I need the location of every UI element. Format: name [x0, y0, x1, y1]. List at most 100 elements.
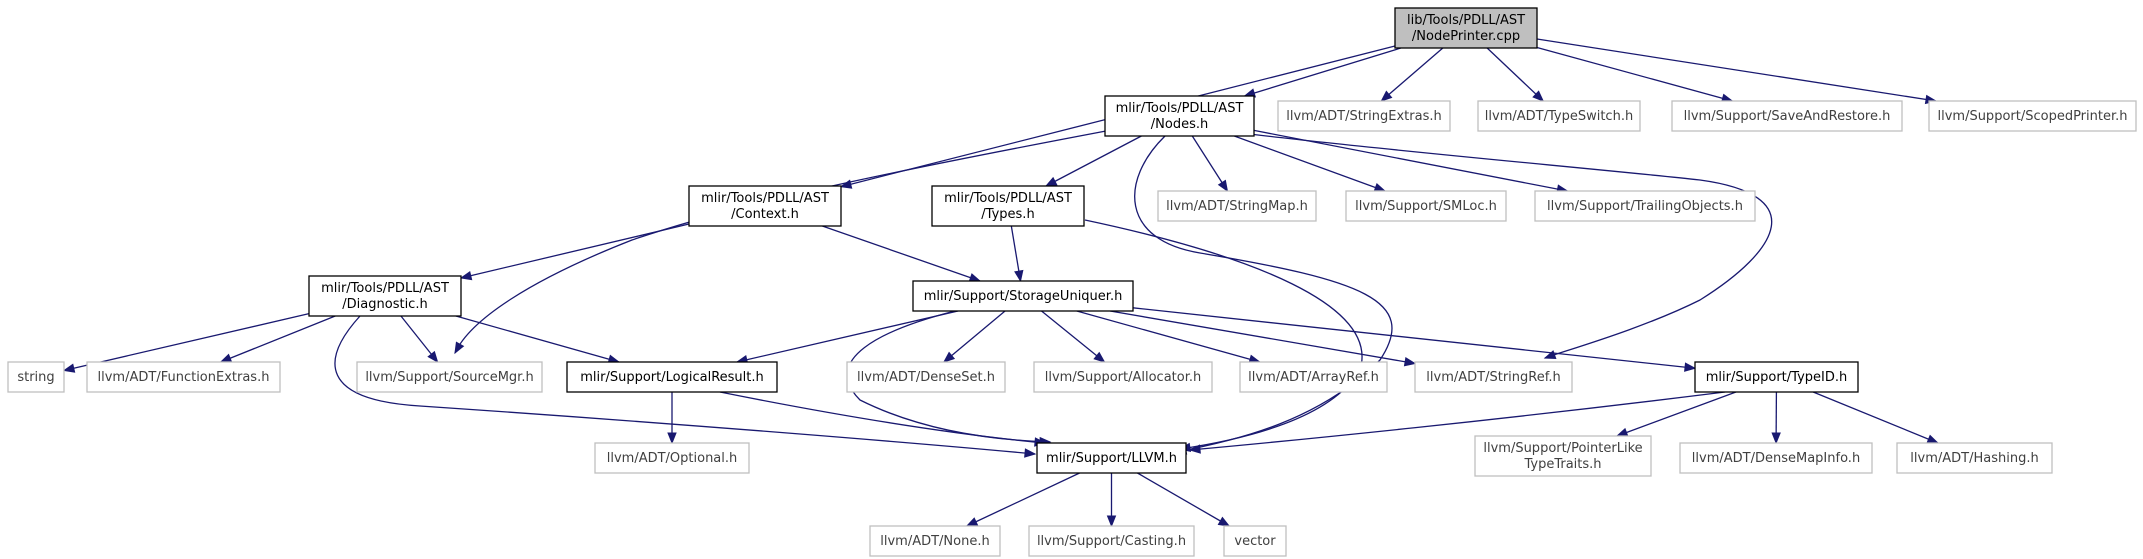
- node-label: llvm/Support/SMLoc.h: [1355, 199, 1497, 214]
- node-saverestore: llvm/Support/SaveAndRestore.h: [1671, 100, 1903, 132]
- edge-typeid-to-llvmh: [1188, 391, 1726, 454]
- node-diag[interactable]: mlir/Tools/PDLL/AST/Diagnostic.h: [308, 275, 462, 317]
- node-label: string: [17, 370, 54, 385]
- node-box: [356, 361, 543, 393]
- node-strmap: llvm/ADT/StringMap.h: [1157, 190, 1317, 222]
- node-box: [566, 361, 778, 393]
- edge-llvmh-to-none: [965, 472, 1080, 527]
- node-label: mlir/Tools/PDLL/AST: [1116, 101, 1244, 116]
- node-box: [1036, 442, 1187, 474]
- node-none: llvm/ADT/None.h: [869, 525, 1001, 557]
- edge-storage-to-typeid: [1132, 307, 1697, 372]
- node-llvmh[interactable]: mlir/Support/LLVM.h: [1036, 442, 1187, 474]
- edge-nodes_h-to-stringref: [1249, 133, 1773, 360]
- node-box: [1104, 95, 1255, 137]
- node-label: /Types.h: [981, 207, 1034, 222]
- edge-storage-to-stringref: [1110, 310, 1417, 367]
- node-casting: llvm/Support/Casting.h: [1028, 525, 1195, 557]
- edge-diag-to-logres: [455, 315, 621, 364]
- node-box: [1028, 525, 1195, 557]
- node-logres[interactable]: mlir/Support/LogicalResult.h: [566, 361, 778, 393]
- node-box: [1033, 361, 1213, 393]
- node-label: llvm/Support/PointerLike: [1483, 441, 1642, 456]
- edge-types-to-llvmh: [1084, 219, 1363, 453]
- node-label: llvm/Support/Allocator.h: [1045, 370, 1202, 385]
- node-densemap: llvm/ADT/DenseMapInfo.h: [1679, 442, 1873, 474]
- node-box: [1277, 100, 1451, 132]
- node-label: llvm/ADT/FunctionExtras.h: [98, 370, 270, 385]
- node-box: [1157, 190, 1317, 222]
- node-label: llvm/ADT/StringRef.h: [1426, 370, 1560, 385]
- edge-nodes_h-to-srcmgr: [454, 130, 1107, 355]
- node-label: llvm/Support/Casting.h: [1037, 534, 1186, 549]
- node-root[interactable]: lib/Tools/PDLL/AST/NodePrinter.cpp: [1394, 7, 1538, 49]
- node-box: [1474, 435, 1652, 477]
- node-box: [869, 525, 1001, 557]
- node-label: TypeTraits.h: [1523, 457, 1601, 472]
- edge-types-to-storage: [1010, 225, 1024, 283]
- node-label: mlir/Tools/PDLL/AST: [321, 281, 449, 296]
- node-typeswitch: llvm/ADT/TypeSwitch.h: [1477, 100, 1641, 132]
- node-label: /Diagnostic.h: [342, 297, 427, 312]
- edge-typeid-to-densemap: [1771, 391, 1781, 445]
- node-box: [86, 361, 281, 393]
- node-box: [7, 361, 65, 393]
- edge-root-to-nodes_h: [1243, 47, 1402, 98]
- node-box: [1239, 361, 1388, 393]
- node-strext: llvm/ADT/StringExtras.h: [1277, 100, 1451, 132]
- edge-context-to-storage: [822, 225, 982, 283]
- node-box: [1694, 361, 1859, 393]
- node-label: llvm/ADT/TypeSwitch.h: [1485, 109, 1633, 124]
- node-denseset: llvm/ADT/DenseSet.h: [846, 361, 1006, 393]
- node-box: [1534, 190, 1756, 222]
- node-label: mlir/Tools/PDLL/AST: [701, 191, 829, 206]
- node-optional: llvm/ADT/Optional.h: [594, 442, 750, 474]
- edge-root-to-saverestore: [1536, 46, 1734, 103]
- node-label: /NodePrinter.cpp: [1412, 29, 1520, 44]
- node-label: llvm/ADT/Hashing.h: [1910, 451, 2038, 466]
- node-typeid[interactable]: mlir/Support/TypeID.h: [1694, 361, 1859, 393]
- node-label: mlir/Support/LLVM.h: [1046, 451, 1177, 466]
- node-label: /Nodes.h: [1151, 117, 1208, 132]
- node-box: [308, 275, 462, 317]
- node-box: [1679, 442, 1873, 474]
- node-label: mlir/Support/LogicalResult.h: [580, 370, 763, 385]
- node-label: llvm/Support/TrailingObjects.h: [1547, 199, 1743, 214]
- node-context[interactable]: mlir/Tools/PDLL/AST/Context.h: [688, 185, 842, 227]
- node-box: [931, 185, 1085, 227]
- node-label: lib/Tools/PDLL/AST: [1407, 13, 1525, 28]
- edge-root-to-scopedpr: [1536, 38, 1938, 105]
- edge-storage-to-denseset: [942, 310, 1006, 363]
- node-box: [1896, 442, 2053, 474]
- node-stringref: llvm/ADT/StringRef.h: [1414, 361, 1573, 393]
- edges-layer: [62, 38, 1940, 528]
- node-scopedpr: llvm/Support/ScopedPrinter.h: [1928, 100, 2137, 132]
- edge-typeid-to-hashing: [1812, 391, 1940, 444]
- node-trailing: llvm/Support/TrailingObjects.h: [1534, 190, 1756, 222]
- edge-logres-to-llvmh: [719, 391, 1047, 447]
- node-allocator: llvm/Support/Allocator.h: [1033, 361, 1213, 393]
- edge-diag-to-llvmh: [334, 315, 1037, 458]
- node-types[interactable]: mlir/Tools/PDLL/AST/Types.h: [931, 185, 1085, 227]
- edge-nodes_h-to-smloc: [1234, 135, 1387, 192]
- node-box: [688, 185, 842, 227]
- node-label: mlir/Tools/PDLL/AST: [944, 191, 1072, 206]
- edge-llvmh-to-casting: [1106, 473, 1117, 528]
- node-label: llvm/Support/ScopedPrinter.h: [1937, 109, 2127, 124]
- node-box: [594, 442, 750, 474]
- node-box: [1928, 100, 2137, 132]
- node-box: [912, 280, 1134, 312]
- node-funcext: llvm/ADT/FunctionExtras.h: [86, 361, 281, 393]
- edge-context-to-diag: [459, 223, 690, 281]
- node-box: [1477, 100, 1641, 132]
- edge-nodes_h-to-types: [1044, 135, 1142, 187]
- node-srcmgr: llvm/Support/SourceMgr.h: [356, 361, 543, 393]
- edge-nodes_h-to-llvmh: [1134, 135, 1393, 455]
- node-nodes_h[interactable]: mlir/Tools/PDLL/AST/Nodes.h: [1104, 95, 1255, 137]
- node-label: mlir/Support/StorageUniquer.h: [924, 289, 1123, 304]
- node-storage[interactable]: mlir/Support/StorageUniquer.h: [912, 280, 1134, 312]
- edge-root-to-strext: [1380, 47, 1444, 102]
- node-label: llvm/ADT/DenseMapInfo.h: [1692, 451, 1860, 466]
